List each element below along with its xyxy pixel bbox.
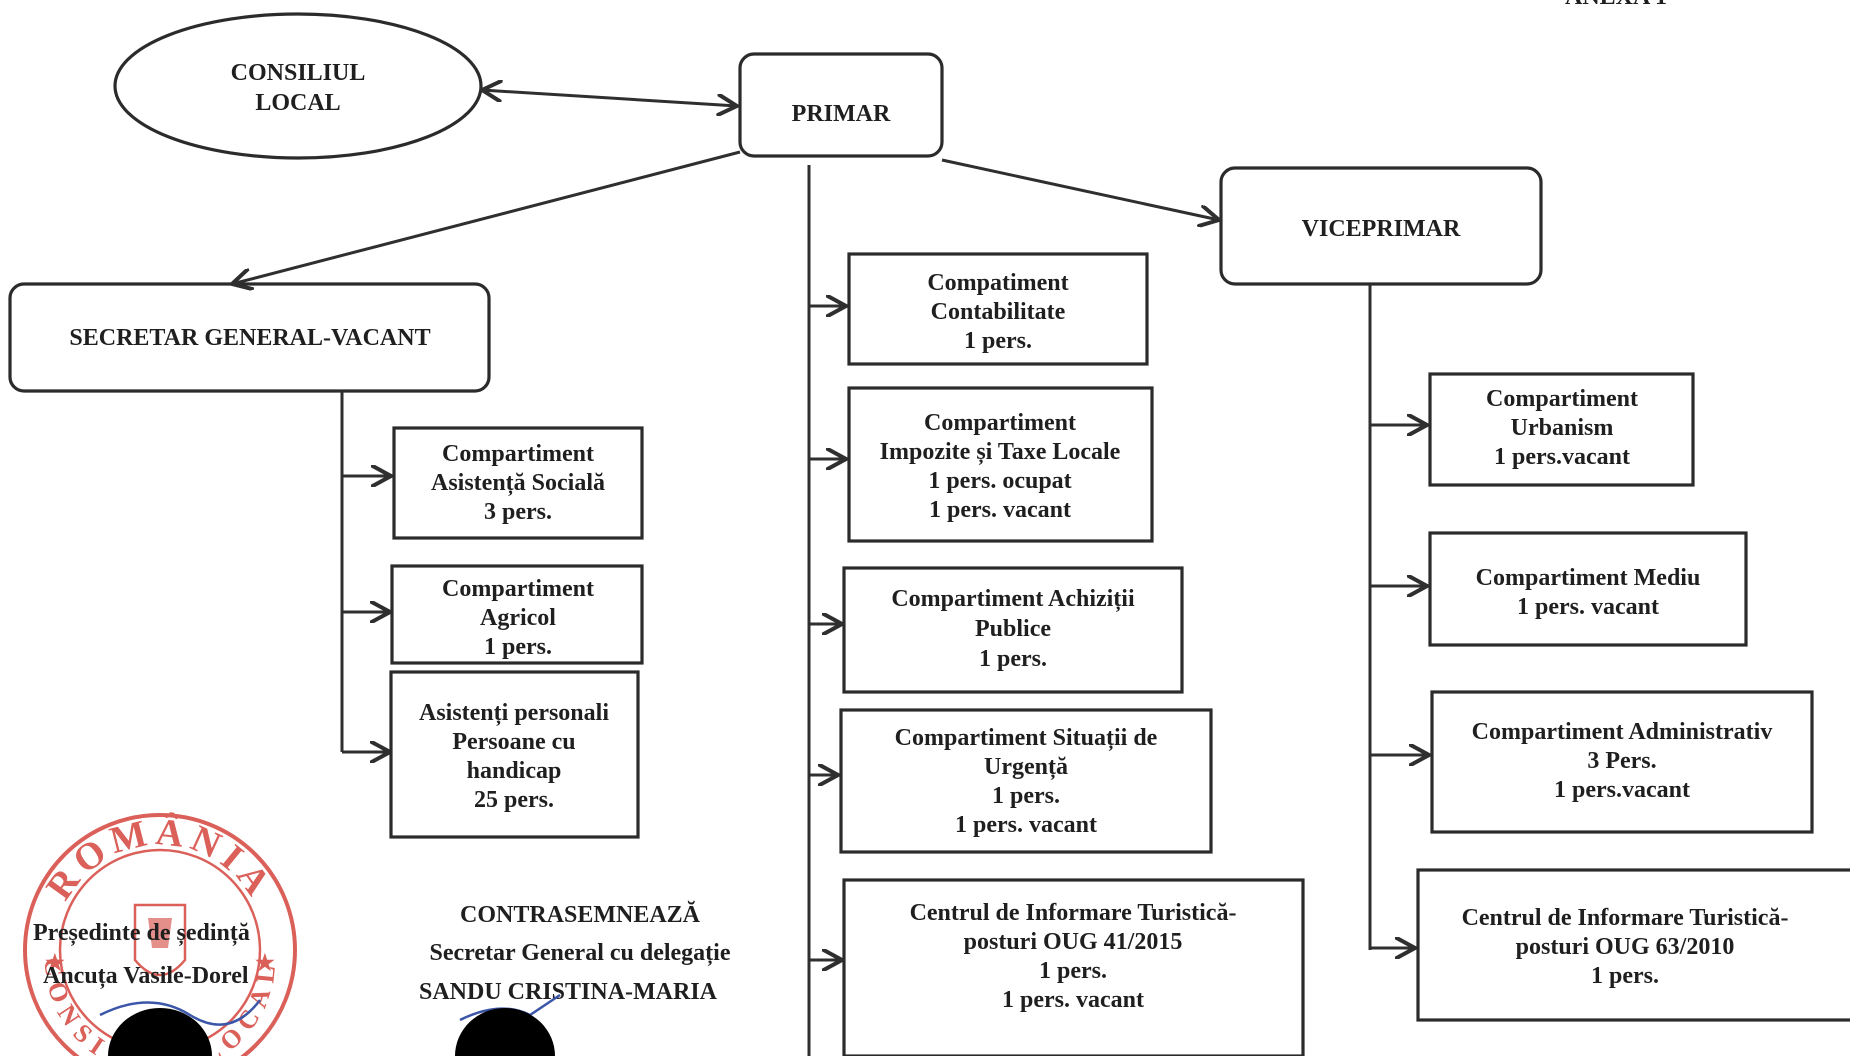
unit-line: 3 pers. (484, 499, 552, 525)
unit-line: 1 pers. vacant (929, 497, 1071, 523)
unit-line: 1 pers. (964, 328, 1032, 354)
mayor-vice-arrow (941, 158, 1219, 220)
mayor-unit-impozite: Compartiment Impozite și Taxe Locale 1 p… (809, 386, 1154, 543)
mayor-secretary-arrow (232, 150, 741, 284)
unit-line: Asistenți personali (419, 700, 609, 726)
mayor-label: PRIMAR (792, 101, 891, 127)
unit-line: Compartiment Administrativ (1472, 719, 1773, 745)
unit-line: 1 pers. (979, 646, 1047, 672)
stamp-star-right: ★ (255, 950, 275, 975)
mayor-unit-centru-turistic: Centrul de Informare Turistică- posturi … (809, 878, 1305, 1056)
unit-line: Compartiment (924, 410, 1076, 436)
unit-line: Compartiment Achiziții (891, 586, 1135, 612)
corner-header: ANEXA 1 (1565, 0, 1667, 10)
unit-line: Centrul de Informare Turistică- (1462, 905, 1789, 931)
council-mayor-arrow (482, 90, 737, 106)
unit-line: Compartiment (442, 576, 594, 602)
unit-line: Asistență Socială (431, 470, 605, 496)
unit-line: Compartiment Mediu (1476, 565, 1701, 591)
coat-of-arms-icon (133, 903, 187, 977)
unit-line: Centrul de Informare Turistică- (910, 900, 1237, 926)
unit-line: Impozite și Taxe Locale (880, 439, 1121, 465)
unit-line: Urgență (984, 754, 1068, 780)
redaction-mark (455, 1008, 555, 1056)
mayor-unit-situatii-urgenta: Compartiment Situații de Urgență 1 pers.… (809, 708, 1213, 854)
stamp-star-left: ★ (45, 950, 65, 975)
vice-unit-centru-turistic: Centrul de Informare Turistică- posturi … (1370, 868, 1850, 1022)
president-signature-icon (99, 999, 261, 1026)
unit-line: Publice (975, 616, 1051, 642)
secretary-unit-asistenta: Compartiment Asistență Socială 3 pers. (342, 426, 644, 540)
council-label-line2: LOCAL (255, 90, 340, 116)
unit-line: 1 pers. (1039, 958, 1107, 984)
unit-line: Compatiment (927, 270, 1068, 296)
vice-mayor-label: VICEPRIMAR (1302, 216, 1461, 242)
unit-line: 1 pers. (484, 634, 552, 660)
unit-line: Contabilitate (931, 299, 1066, 325)
vice-unit-administrativ: Compartiment Administrativ 3 Pers. 1 per… (1370, 690, 1814, 834)
unit-line: 25 pers. (474, 787, 554, 813)
vice-mayor-node: VICEPRIMAR (1219, 166, 1543, 286)
unit-line: 1 pers. vacant (1002, 987, 1144, 1013)
president-title: Președinte de ședință (33, 920, 250, 946)
mayor-unit-achizitii: Compartiment Achiziții Publice 1 pers. (809, 566, 1184, 694)
vice-unit-urbanism: Compartiment Urbanism 1 pers.vacant (1370, 372, 1695, 487)
unit-line: 3 Pers. (1587, 748, 1656, 774)
unit-line: Compartiment Situații de (895, 725, 1158, 751)
vice-unit-mediu: Compartiment Mediu 1 pers. vacant (1370, 531, 1748, 647)
countersign-name: SANDU CRISTINA-MARIA (419, 979, 718, 1005)
unit-line: Compartiment (1486, 386, 1638, 412)
council-node: CONSILIUL LOCAL (113, 12, 483, 160)
president-name: Ancuța Vasile-Dorel (43, 963, 249, 989)
unit-line: Urbanism (1511, 415, 1614, 441)
secretary-unit-agricol: Compartiment Agricol 1 pers. (342, 564, 644, 665)
unit-line: 1 pers. (992, 783, 1060, 809)
mayor-unit-contabilitate: Compatiment Contabilitate 1 pers. (809, 252, 1149, 366)
mayor-node: PRIMAR (738, 52, 944, 158)
unit-line: posturi OUG 41/2015 (964, 929, 1183, 955)
secretary-label: SECRETAR GENERAL-VACANT (69, 325, 430, 351)
unit-line: 1 pers. vacant (1517, 594, 1659, 620)
unit-line: handicap (467, 758, 562, 784)
unit-line: 1 pers. (1591, 963, 1659, 989)
stamp-top-text: ROMÂNIA (38, 811, 282, 907)
council-label-line1: CONSILIUL (231, 60, 366, 86)
unit-line: Compartiment (442, 441, 594, 467)
secretary-unit-asistenti-personali: Asistenți personali Persoane cu handicap… (342, 670, 640, 839)
unit-line: Agricol (480, 605, 556, 631)
redaction-mark (108, 1008, 212, 1056)
unit-line: posturi OUG 63/2010 (1516, 934, 1735, 960)
unit-line: 1 pers. vacant (955, 812, 1097, 838)
countersign-title: CONTRASEMNEAZĂ (460, 901, 701, 928)
unit-line: 1 pers.vacant (1494, 444, 1630, 470)
unit-line: Persoane cu (452, 729, 575, 755)
secretary-node: SECRETAR GENERAL-VACANT (8, 282, 491, 393)
unit-line: 1 pers. ocupat (928, 468, 1071, 494)
unit-line: 1 pers.vacant (1554, 777, 1690, 803)
countersign-role: Secretar General cu delegație (429, 940, 730, 966)
